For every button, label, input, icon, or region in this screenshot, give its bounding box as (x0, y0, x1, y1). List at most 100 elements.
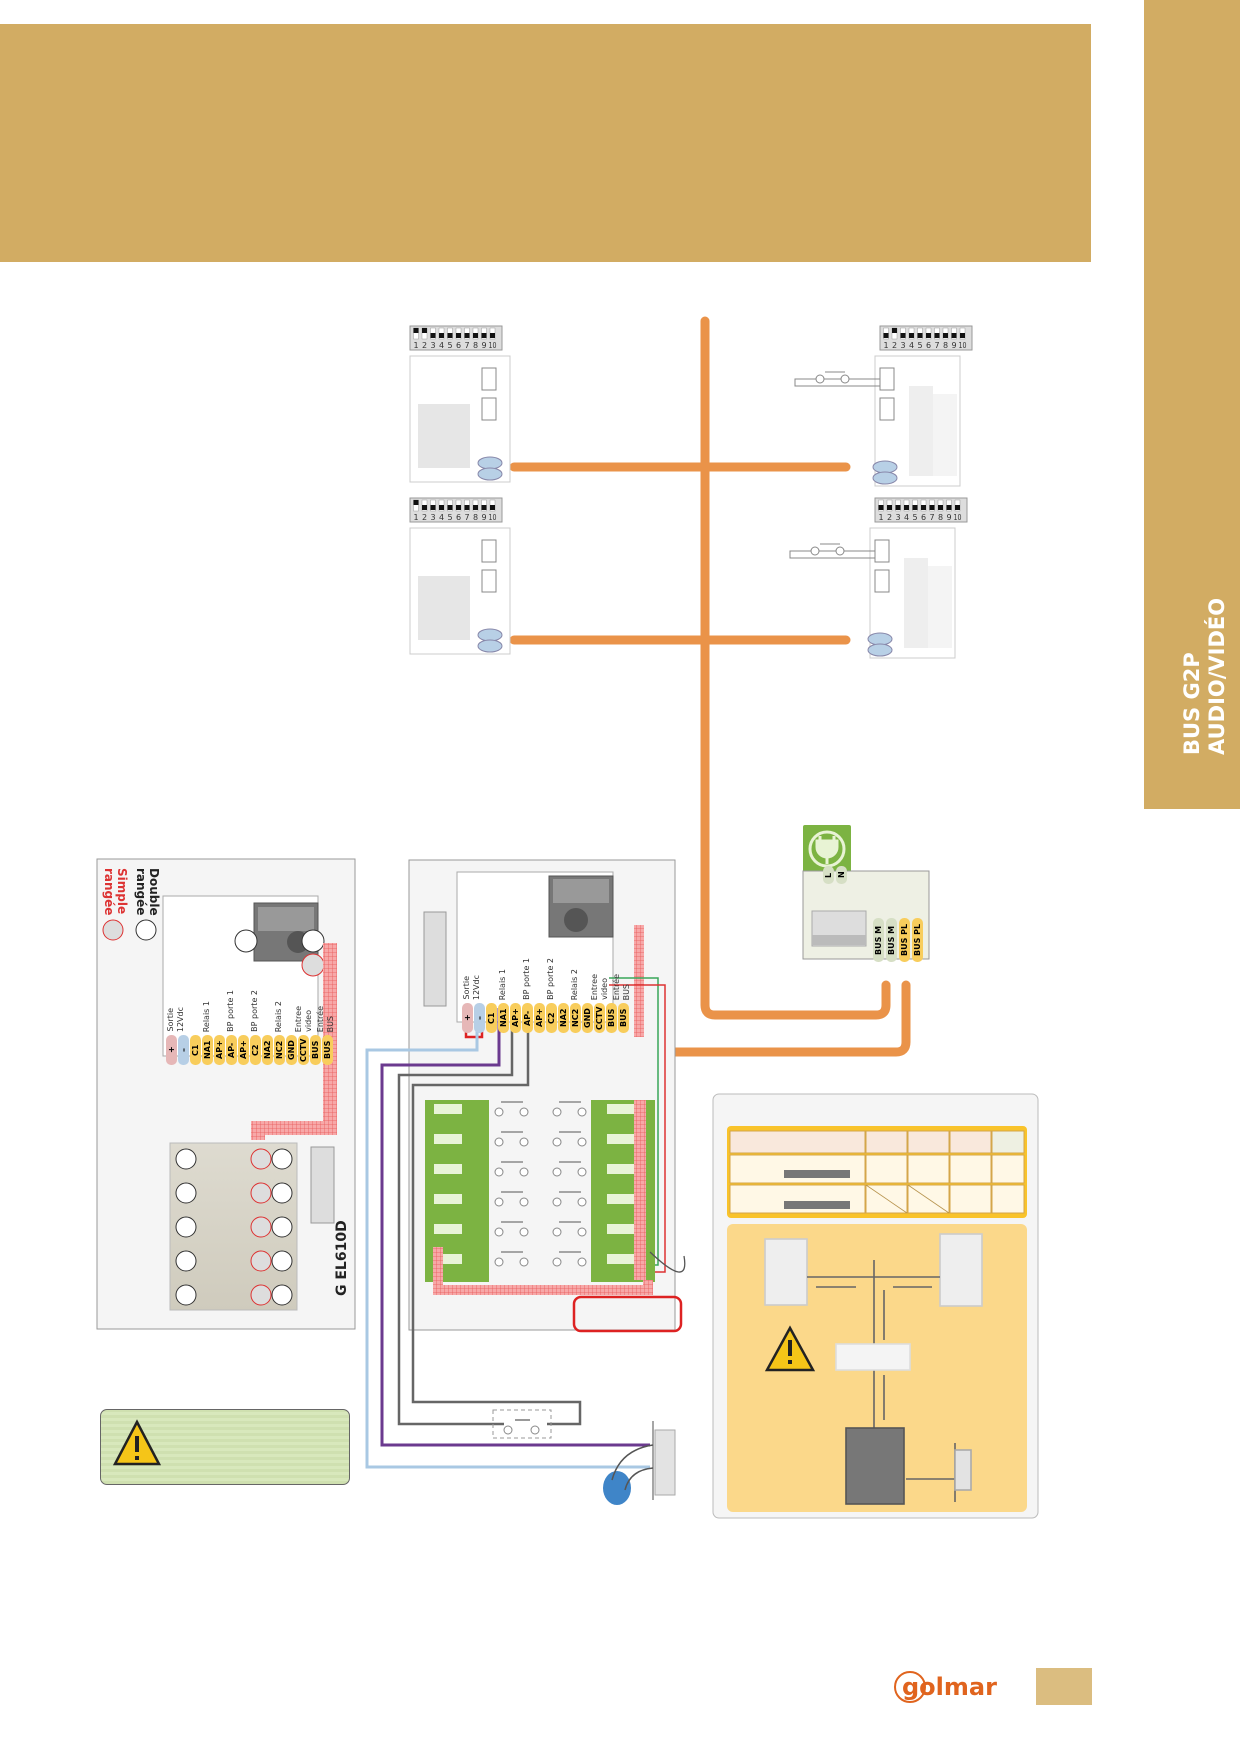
dip-toggle-4[interactable]: 4 (438, 499, 445, 522)
double-row-button[interactable] (271, 1148, 293, 1170)
wire-purple (380, 1008, 650, 1447)
double-row-button[interactable] (271, 1216, 293, 1238)
push-button[interactable] (552, 1161, 635, 1177)
dip-toggle-3[interactable]: 3 (430, 499, 436, 522)
terminal-group-label: BUS (622, 983, 631, 1000)
pointer-arrow (649, 1251, 686, 1273)
dip-toggle-2[interactable]: 2 (421, 327, 428, 350)
dip-number: 2 (422, 341, 427, 350)
double-row-button[interactable] (175, 1182, 197, 1204)
terminal-AP: AP- (226, 1035, 237, 1065)
double-row-button[interactable] (175, 1284, 197, 1306)
push-button[interactable] (434, 1251, 529, 1267)
dip-toggle-9[interactable]: 9 (481, 499, 487, 522)
dip-toggle-8[interactable]: 8 (942, 327, 949, 350)
push-button[interactable] (434, 1191, 529, 1207)
dip-toggle-9[interactable]: 9 (481, 327, 487, 350)
twisted-cable-icon (784, 1201, 850, 1209)
button-double-row (301, 929, 325, 953)
dip-toggle-5[interactable]: 5 (912, 499, 918, 522)
double-row-button[interactable] (175, 1216, 197, 1238)
ps-terminal: BUS PL (912, 918, 923, 962)
dip-toggle-10[interactable]: 10 (959, 327, 967, 350)
dip-toggle-3[interactable]: 3 (430, 327, 436, 350)
dip-number: 4 (909, 341, 914, 350)
extension-module-g-el610d[interactable] (169, 1142, 335, 1311)
dip-toggle-2[interactable]: 2 (886, 499, 893, 522)
dip-toggle-8[interactable]: 8 (937, 499, 944, 522)
dip-toggle-1[interactable]: 1 (413, 327, 419, 350)
terminal-group-label: Sortie (462, 976, 471, 1000)
push-button[interactable] (552, 1191, 635, 1207)
terminal-minus: + (166, 1035, 177, 1065)
dip-toggle-5[interactable]: 5 (447, 499, 453, 522)
dip-toggle-4[interactable]: 4 (903, 499, 910, 522)
dip-toggle-9[interactable]: 9 (951, 327, 957, 350)
push-button[interactable] (434, 1131, 529, 1147)
dip-toggle-8[interactable]: 8 (472, 499, 479, 522)
section-tab[interactable]: BUS G2P AUDIO/VIDÉO (1144, 0, 1240, 809)
warning-icon (113, 1419, 162, 1466)
dip-toggle-1[interactable]: 1 (413, 499, 419, 522)
terminal-group-label: BP porte 2 (250, 990, 259, 1032)
dip-toggle-7[interactable]: 7 (464, 327, 470, 350)
terminal-AP: AP+ (534, 1003, 545, 1033)
push-button[interactable] (552, 1101, 635, 1117)
double-row-button[interactable] (271, 1182, 293, 1204)
dip-toggle-7[interactable]: 7 (464, 499, 470, 522)
push-button[interactable] (552, 1221, 635, 1237)
dip-toggle-10[interactable]: 10 (489, 499, 497, 522)
dip-toggle-7[interactable]: 7 (929, 499, 935, 522)
push-button[interactable] (434, 1101, 529, 1117)
push-button[interactable] (434, 1161, 529, 1177)
single-row-button[interactable] (250, 1182, 272, 1204)
terminal-GND: GND (582, 1003, 593, 1033)
dip-toggle-4[interactable]: 4 (908, 327, 915, 350)
dip-toggle-6[interactable]: 6 (455, 327, 462, 350)
single-row-button[interactable] (250, 1148, 272, 1170)
dip-toggle-2[interactable]: 2 (421, 499, 428, 522)
dip-toggle-4[interactable]: 4 (438, 327, 445, 350)
dip-toggle-8[interactable]: 8 (472, 327, 479, 350)
terminal-group-label: video (600, 978, 609, 1000)
single-row-button[interactable] (250, 1284, 272, 1306)
dip-toggle-9[interactable]: 9 (946, 499, 952, 522)
terminal-group-label: Entrée (316, 1005, 325, 1032)
single-row-button[interactable] (250, 1250, 272, 1272)
dip-toggle-5[interactable]: 5 (447, 327, 453, 350)
push-button[interactable] (552, 1251, 635, 1267)
dip-toggle-6[interactable]: 6 (455, 499, 462, 522)
terminal-NA2: NA2 (558, 1003, 569, 1033)
terminal-GND: GND (286, 1035, 297, 1065)
dip-toggle-10[interactable]: 10 (489, 327, 497, 350)
push-button[interactable] (434, 1221, 529, 1237)
power-supply[interactable] (802, 825, 930, 960)
dip-toggle-3[interactable]: 3 (900, 327, 906, 350)
legend-double-row: Double rangée (134, 868, 161, 916)
ps-terminal: L (823, 866, 834, 884)
warning-note (100, 1409, 350, 1485)
double-row-button[interactable] (271, 1250, 293, 1272)
dip-toggle-10[interactable]: 10 (954, 499, 962, 522)
double-row-button[interactable] (175, 1148, 197, 1170)
single-row-button[interactable] (250, 1216, 272, 1238)
dip-toggle-3[interactable]: 3 (895, 499, 901, 522)
dip-toggle-7[interactable]: 7 (934, 327, 940, 350)
dip-toggle-6[interactable]: 6 (925, 327, 932, 350)
dip-toggle-5[interactable]: 5 (917, 327, 923, 350)
push-button[interactable] (552, 1131, 635, 1147)
double-row-button[interactable] (271, 1284, 293, 1306)
dip-toggle-2[interactable]: 2 (891, 327, 898, 350)
double-row-button[interactable] (175, 1250, 197, 1272)
dip-toggle-1[interactable]: 1 (883, 327, 889, 350)
dip-toggle-1[interactable]: 1 (878, 499, 884, 522)
dip-toggle-6[interactable]: 6 (920, 499, 927, 522)
